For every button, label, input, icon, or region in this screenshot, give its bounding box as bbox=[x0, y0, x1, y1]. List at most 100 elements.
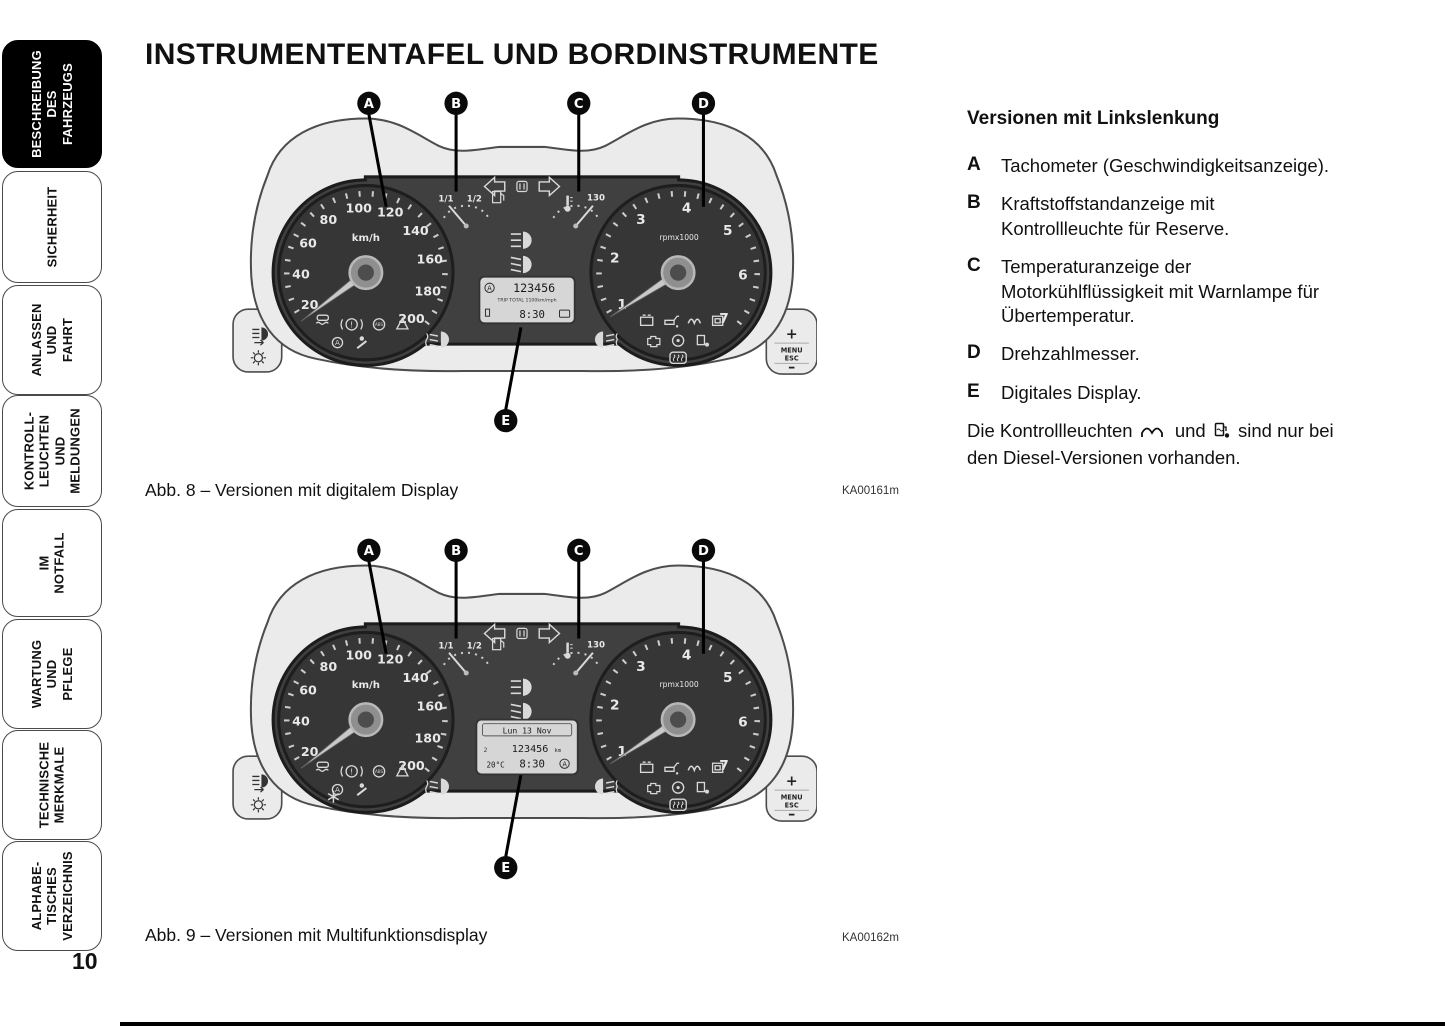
esp-warning-icon bbox=[315, 314, 330, 325]
speedo-label: 100 bbox=[346, 200, 373, 215]
page-number: 10 bbox=[72, 948, 98, 974]
sidebar-tab-label: SICHERHEIT bbox=[44, 186, 60, 268]
sidebar-tab-label: ALPHABE- TISCHES VERZEICHNIS bbox=[29, 851, 75, 941]
figure-caption-abb9: Abb. 9 – Versionen mit Multifunktionsdis… bbox=[145, 925, 488, 945]
speedo-tick-ring bbox=[284, 190, 448, 331]
rear-window-heater-icon bbox=[669, 351, 687, 365]
callout-b bbox=[444, 91, 468, 115]
fuel-full-label: 1/1 bbox=[438, 195, 453, 205]
engine-warning-icon bbox=[647, 335, 661, 348]
speedo-unit-label: km/h bbox=[352, 233, 380, 244]
legend-key: B bbox=[967, 192, 981, 214]
multifunction-display-abb9: Lun 13 Nov 2 123456 km 20°C 8:30 A bbox=[475, 718, 579, 776]
figure-caption-abb8: Abb. 8 – Versionen mit digitalem Display bbox=[145, 480, 459, 500]
instrument-cluster-base-use bbox=[233, 539, 817, 880]
note-text-2: sind nur bei den Diesel-Versionen vorhan… bbox=[967, 420, 1334, 469]
airbag-warning-icon bbox=[671, 334, 685, 347]
glow-plug-icon-cluster bbox=[687, 318, 702, 326]
tacho-label: 5 bbox=[723, 223, 733, 239]
sidebar-tab-label: BESCHREIBUNG DES FAHRZEUGS bbox=[29, 50, 75, 158]
tacho-label: 2 bbox=[610, 251, 620, 267]
speedo-label: 140 bbox=[402, 223, 429, 238]
speedo-label: 20 bbox=[301, 297, 319, 312]
sidebar-tab-technische: TECHNISCHE MERKMALE bbox=[2, 730, 102, 840]
sidebar-tab-label: KONTROLL- LEUCHTEN UND MELDUNGEN bbox=[21, 408, 83, 494]
legend-text: Digitales Display. bbox=[1001, 381, 1142, 403]
glow-plug-icon bbox=[1140, 421, 1167, 446]
tacho-unit-label: rpmx1000 bbox=[660, 233, 699, 242]
sidebar-tab-verzeichnis: ALPHABE- TISCHES VERZEICHNIS bbox=[2, 841, 102, 951]
speedo-label: 60 bbox=[299, 235, 317, 250]
page-title: INSTRUMENTENTAFEL UND BORDINSTRUMENTE bbox=[145, 38, 879, 71]
sidebar-tab-sicherheit: SICHERHEIT bbox=[2, 171, 102, 283]
speedo-label: 180 bbox=[414, 283, 441, 298]
legend-heading: Versionen mit Linkslenkung bbox=[967, 108, 1220, 129]
callout-bubbles: A B C D E bbox=[357, 91, 716, 433]
fuel-pump-icon bbox=[491, 190, 505, 204]
legend-item-b: B Kraftstoffstandanzeige mit Kontrollleu… bbox=[967, 192, 1359, 241]
callout-b-label: B bbox=[451, 97, 461, 112]
svg-text:!: ! bbox=[350, 319, 353, 329]
legend-text: Kraftstoffstandanzeige mit Kontrollleuch… bbox=[1001, 193, 1230, 239]
center-indicator-icon bbox=[516, 180, 528, 193]
clock-value: 8:30 bbox=[519, 308, 545, 321]
fuel-gauge: 1/1 1/2 bbox=[438, 190, 505, 229]
turn-left-indicator-icon bbox=[483, 175, 506, 198]
speedo-label: 40 bbox=[292, 267, 310, 282]
instrument-cluster-base: 20 40 60 80 100 120 140 160 180 200 km/h bbox=[232, 91, 817, 433]
legend-text: Temperaturanzeige der Motorkühlflüssigke… bbox=[1001, 256, 1320, 327]
legend-key: C bbox=[967, 255, 981, 277]
fuel-needle bbox=[448, 205, 468, 227]
svg-text:A: A bbox=[335, 338, 340, 347]
speedo-label: 80 bbox=[320, 212, 338, 227]
speedo-label: 160 bbox=[417, 252, 444, 267]
temperature-gauge: 130 bbox=[552, 194, 605, 229]
odometer-unit: km bbox=[554, 748, 561, 754]
auto-gear-icon: A bbox=[331, 336, 344, 349]
door-open-icon bbox=[711, 315, 724, 327]
callout-a-label: A bbox=[364, 97, 375, 112]
sidebar-tab-wartung: WARTUNG UND PFLEGE bbox=[2, 619, 102, 729]
esc-button: ESC bbox=[785, 354, 799, 362]
abs-icon: ABS bbox=[372, 318, 386, 331]
legend-key: A bbox=[967, 154, 981, 175]
temp-max-label: 130 bbox=[587, 194, 605, 204]
sidebar-tab-label: TECHNISCHE MERKMALE bbox=[36, 741, 67, 829]
headlight-leveling-icon bbox=[252, 327, 269, 346]
minus-button: – bbox=[788, 359, 795, 375]
tacho-label: 6 bbox=[738, 268, 748, 284]
sidebar-tab-notfall: IM NOTFALL bbox=[2, 509, 102, 617]
legend-item-d: D Drehzahlmesser. bbox=[967, 342, 1359, 366]
tacho-label: 3 bbox=[636, 212, 646, 228]
warning-triangle-icon bbox=[395, 316, 410, 330]
sidebar-tab-beschreibung: BESCHREIBUNG DES FAHRZEUGS bbox=[2, 40, 102, 168]
trip-letter: A bbox=[487, 284, 492, 292]
trip-letter: A bbox=[562, 760, 567, 768]
figure-code-abb9: KA00162m bbox=[842, 932, 899, 944]
menu-buttons: + MENU ESC – bbox=[774, 327, 809, 375]
sidebar-tab-label: WARTUNG UND PFLEGE bbox=[29, 639, 75, 709]
callout-e-label: E bbox=[501, 414, 510, 429]
sidebar-tab-label: IM NOTFALL bbox=[36, 532, 67, 594]
instrument-cluster-abb8: 20 40 60 80 100 120 140 160 180 200 km/h bbox=[232, 91, 817, 433]
center-indicators: 1/1 1/2 130 bbox=[425, 175, 619, 348]
oil-pressure-icon bbox=[664, 315, 680, 328]
sidebar-tab-kontrollleuchten: KONTROLL- LEUCHTEN UND MELDUNGEN bbox=[2, 395, 102, 507]
trip-total-line: TRIP TOTAL 1100km/mph bbox=[497, 298, 557, 304]
display-mode-digit: 2 bbox=[484, 747, 488, 754]
water-in-fuel-icon bbox=[1214, 421, 1230, 446]
coolant-temperature-icon bbox=[564, 195, 573, 212]
callout-d bbox=[691, 91, 716, 115]
legend-text: Drehzahlmesser. bbox=[1001, 343, 1140, 365]
display-fuel-icon bbox=[484, 308, 491, 317]
legend-column: Versionen mit Linkslenkung A Tachometer … bbox=[967, 108, 1359, 471]
odometer-value: 123456 bbox=[512, 744, 549, 755]
digital-display-abb8: A 123456 TRIP TOTAL 1100km/mph 8:30 bbox=[478, 275, 576, 325]
diesel-note: Die Kontrollleuchten und sind nur bei de… bbox=[967, 419, 1357, 471]
brake-warning-icon: ! bbox=[340, 318, 363, 331]
callout-c bbox=[567, 91, 591, 115]
low-beam-icon bbox=[510, 255, 532, 274]
legend-item-e: E Digitales Display. bbox=[967, 381, 1359, 405]
legend-item-c: C Temperaturanzeige der Motorkühlflüssig… bbox=[967, 255, 1359, 328]
